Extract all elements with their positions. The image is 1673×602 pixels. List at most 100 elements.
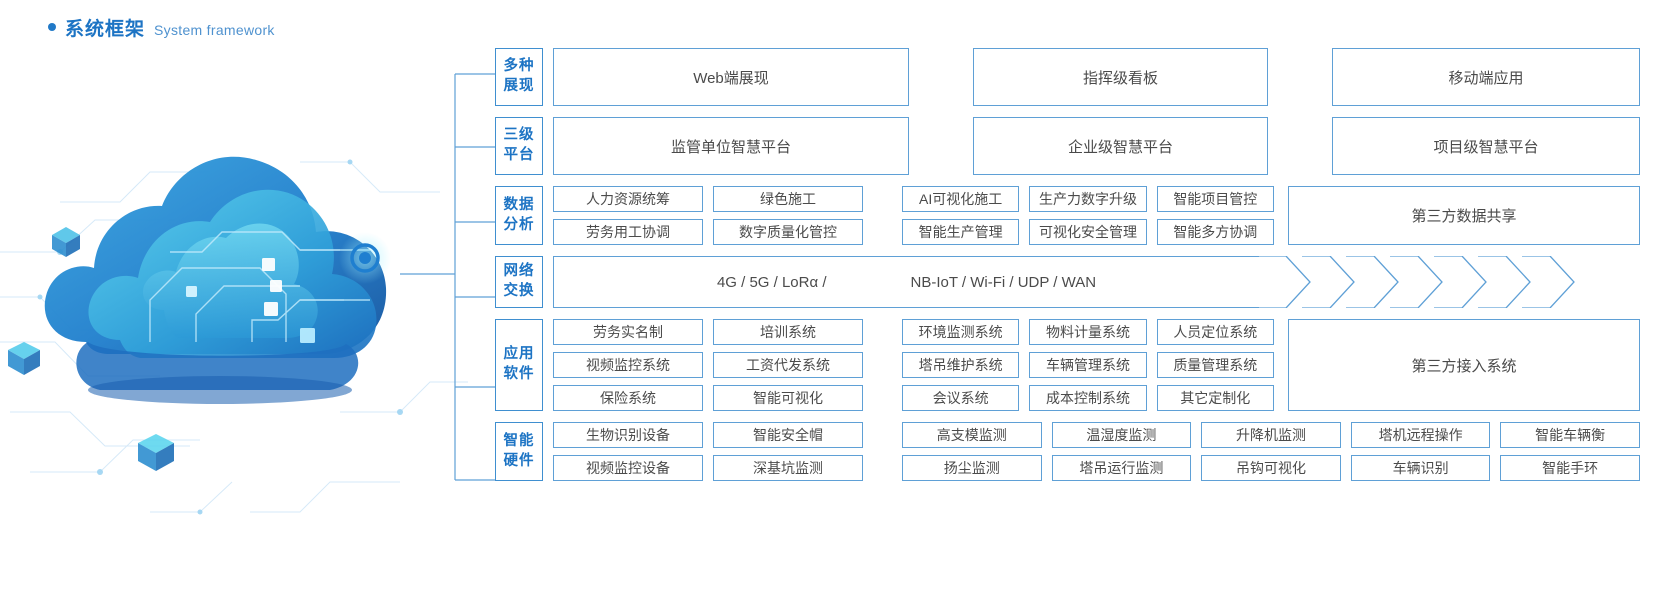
cell-ai-visual-construction[interactable]: AI可视化施工 [902, 186, 1020, 212]
cell-hoist-monitoring[interactable]: 升降机监测 [1201, 422, 1341, 448]
group-third-party-access: 第三方接入系统 [1288, 319, 1640, 411]
cell-insurance-system[interactable]: 保险系统 [553, 385, 703, 411]
cell-smart-helmet[interactable]: 智能安全帽 [713, 422, 863, 448]
spacer [863, 186, 902, 245]
cell-smart-project-control[interactable]: 智能项目管控 [1156, 186, 1274, 212]
category-line-1: 网络 [503, 263, 535, 280]
category-network-exchange[interactable]: 网络 交换 [495, 256, 543, 308]
network-protocol-bar[interactable]: 4G / 5G / LoRα / NB-IoT / Wi-Fi / UDP / … [553, 256, 1259, 308]
cell-crane-operation-monitoring[interactable]: 塔吊运行监测 [1051, 455, 1192, 481]
group-row: 智能生产管理 可视化安全管理 智能多方协调 [902, 219, 1274, 245]
spacer [1274, 186, 1288, 245]
group-row: 视频监控设备 深基坑监测 [553, 455, 863, 481]
cell-deep-foundation-pit-monitoring[interactable]: 深基坑监测 [713, 455, 863, 481]
group-labor-software: 劳务实名制 培训系统 视频监控系统 工资代发系统 保险系统 智能可视化 [553, 319, 863, 411]
flow-chevrons [1258, 256, 1638, 308]
spacer [1268, 48, 1332, 106]
group-row: 高支模监测 温湿度监测 升降机监测 塔机远程操作 智能车辆衡 [902, 422, 1640, 448]
cell-regulatory-platform[interactable]: 监管单位智慧平台 [553, 117, 909, 175]
category-line-2: 硬件 [503, 452, 535, 469]
cell-digital-quality-control[interactable]: 数字质量化管控 [713, 219, 863, 245]
category-line-2: 平台 [503, 147, 535, 163]
spacer [863, 319, 902, 411]
spacer [1274, 319, 1288, 411]
row-data-analysis: 数据 分析 人力资源统筹 绿色施工 劳务用工协调 数字质量化管控 [495, 186, 1640, 245]
spacer [1268, 117, 1332, 175]
cell-vehicle-management-system[interactable]: 车辆管理系统 [1029, 352, 1147, 378]
cell-other-customization[interactable]: 其它定制化 [1156, 385, 1274, 411]
cell-temp-humidity-monitoring[interactable]: 温湿度监测 [1051, 422, 1192, 448]
connector-rails [400, 42, 520, 572]
category-line-2: 软件 [503, 366, 535, 382]
cell-video-surveillance-device[interactable]: 视频监控设备 [553, 455, 703, 481]
spacer [863, 422, 902, 481]
row-smart-hardware: 智能 硬件 生物识别设备 智能安全帽 视频监控设备 深基坑监测 [495, 422, 1640, 481]
cell-smart-weighbridge[interactable]: 智能车辆衡 [1500, 422, 1640, 448]
row-network-exchange: 网络 交换 4G / 5G / LoRα / NB-IoT / Wi-Fi / … [495, 256, 1640, 308]
group-row: 塔吊维护系统 车辆管理系统 质量管理系统 [902, 352, 1274, 378]
cell-tower-remote-operation[interactable]: 塔机远程操作 [1350, 422, 1491, 448]
cell-smart-multiparty-coord[interactable]: 智能多方协调 [1156, 219, 1274, 245]
cell-mobile-app[interactable]: 移动端应用 [1332, 48, 1640, 106]
cell-green-construction[interactable]: 绿色施工 [713, 186, 863, 212]
cell-meeting-system[interactable]: 会议系统 [902, 385, 1020, 411]
cell-labor-coordination[interactable]: 劳务用工协调 [553, 219, 703, 245]
category-presentation[interactable]: 多种 展现 [495, 48, 543, 106]
cell-quality-management-system[interactable]: 质量管理系统 [1156, 352, 1274, 378]
category-application-software[interactable]: 应用 软件 [495, 319, 543, 411]
cell-payroll-system[interactable]: 工资代发系统 [713, 352, 863, 378]
cell-cost-control-system[interactable]: 成本控制系统 [1029, 385, 1147, 411]
cell-smart-visualization[interactable]: 智能可视化 [713, 385, 863, 411]
cloud-network-illustration [0, 42, 470, 572]
network-protocols-left: 4G / 5G / LoRα / [716, 273, 827, 291]
cell-labor-realname[interactable]: 劳务实名制 [553, 319, 703, 345]
group-site-hardware: 高支模监测 温湿度监测 升降机监测 塔机远程操作 智能车辆衡 扬尘监测 塔吊运行… [902, 422, 1640, 481]
cell-vehicle-recognition[interactable]: 车辆识别 [1350, 455, 1491, 481]
cell-hook-visualization[interactable]: 吊钩可视化 [1201, 455, 1341, 481]
network-protocols-right: NB-IoT / Wi-Fi / UDP / WAN [910, 273, 1097, 291]
group-row: 扬尘监测 塔吊运行监测 吊钩可视化 车辆识别 智能手环 [902, 455, 1640, 481]
network-node-dot [350, 243, 380, 273]
row-presentation: 多种 展现 Web端展现 指挥级看板 移动端应用 [495, 48, 1640, 106]
cell-enterprise-platform[interactable]: 企业级智慧平台 [973, 117, 1268, 175]
row-application-software: 应用 软件 劳务实名制 培训系统 视频监控系统 工资代发系统 保险系统 智能可视… [495, 319, 1640, 411]
cell-high-formwork-monitoring[interactable]: 高支模监测 [902, 422, 1042, 448]
group-row: 劳务用工协调 数字质量化管控 [553, 219, 863, 245]
cell-environment-monitoring-system[interactable]: 环境监测系统 [902, 319, 1020, 345]
cell-training-system[interactable]: 培训系统 [713, 319, 863, 345]
group-personnel-hardware: 生物识别设备 智能安全帽 视频监控设备 深基坑监测 [553, 422, 863, 481]
group-third-party-data: 第三方数据共享 [1288, 186, 1640, 245]
cell-material-metering-system[interactable]: 物料计量系统 [1029, 319, 1147, 345]
cell-crane-maintenance-system[interactable]: 塔吊维护系统 [902, 352, 1020, 378]
page-title-cn: 系统框架 [65, 19, 146, 40]
cell-web-display[interactable]: Web端展现 [553, 48, 909, 106]
category-smart-hardware[interactable]: 智能 硬件 [495, 422, 543, 481]
category-line-1: 三级 [503, 127, 535, 144]
cell-visual-safety-mgmt[interactable]: 可视化安全管理 [1029, 219, 1147, 245]
cell-project-platform[interactable]: 项目级智慧平台 [1332, 117, 1640, 175]
cell-biometric-device[interactable]: 生物识别设备 [553, 422, 703, 448]
cell-hr-planning[interactable]: 人力资源统筹 [553, 186, 703, 212]
cell-dust-monitoring[interactable]: 扬尘监测 [902, 455, 1042, 481]
cell-productivity-upgrade[interactable]: 生产力数字升级 [1029, 186, 1147, 212]
cell-third-party-access-system[interactable]: 第三方接入系统 [1288, 319, 1640, 411]
cell-smart-production-mgmt[interactable]: 智能生产管理 [902, 219, 1020, 245]
system-framework-diagram: 多种 展现 Web端展现 指挥级看板 移动端应用 三级 平台 监管单位智慧平台 … [495, 48, 1640, 481]
row-platform: 三级 平台 监管单位智慧平台 企业级智慧平台 项目级智慧平台 [495, 117, 1640, 175]
group-site-software: 环境监测系统 物料计量系统 人员定位系统 塔吊维护系统 车辆管理系统 质量管理系… [902, 319, 1274, 411]
cell-command-dashboard[interactable]: 指挥级看板 [973, 48, 1268, 106]
page-title: 系统框架 System framework [48, 14, 275, 41]
cell-third-party-data-sharing[interactable]: 第三方数据共享 [1288, 186, 1640, 245]
group-smart-data: AI可视化施工 生产力数字升级 智能项目管控 智能生产管理 可视化安全管理 智能… [902, 186, 1274, 245]
cell-personnel-positioning-system[interactable]: 人员定位系统 [1156, 319, 1274, 345]
cell-smart-wristband[interactable]: 智能手环 [1500, 455, 1640, 481]
group-internal-data: 人力资源统筹 绿色施工 劳务用工协调 数字质量化管控 [553, 186, 863, 245]
group-row: AI可视化施工 生产力数字升级 智能项目管控 [902, 186, 1274, 212]
bullet-dot-icon [48, 23, 56, 31]
category-data-analysis[interactable]: 数据 分析 [495, 186, 543, 245]
cell-video-surveillance-system[interactable]: 视频监控系统 [553, 352, 703, 378]
group-row: 人力资源统筹 绿色施工 [553, 186, 863, 212]
category-platform[interactable]: 三级 平台 [495, 117, 543, 175]
category-line-1: 智能 [503, 432, 535, 449]
group-row: 环境监测系统 物料计量系统 人员定位系统 [902, 319, 1274, 345]
